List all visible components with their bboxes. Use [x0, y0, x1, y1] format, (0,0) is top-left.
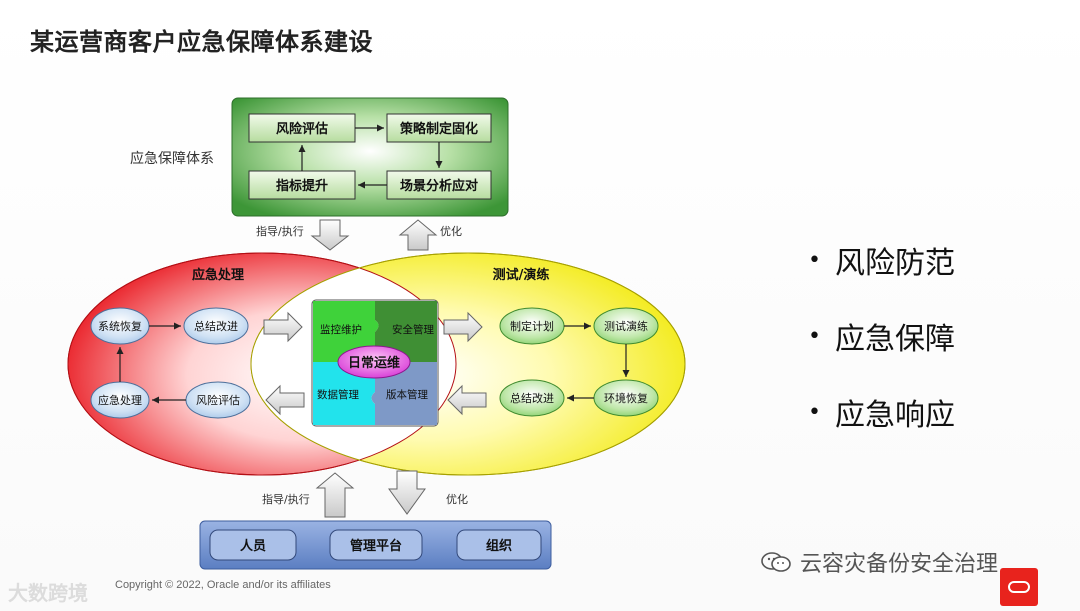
- label-optimize-top: 优化: [440, 224, 462, 238]
- arrow-center-to-left: [265, 384, 305, 416]
- label-optimize-bottom: 优化: [446, 492, 468, 506]
- arrow-left-to-center: [263, 311, 303, 343]
- bullet-item: • 风险防范: [808, 222, 955, 298]
- hub-shape: [337, 345, 411, 379]
- down-arrow-guide-top: [310, 219, 350, 251]
- node-summary-right: 总结改进: [510, 391, 554, 405]
- up-arrow-guide-bottom: [315, 472, 355, 518]
- watermark-right: 云容灾备份安全治理: [760, 546, 998, 578]
- arrow-right-to-center: [447, 384, 487, 416]
- bullet-text: 应急保障: [834, 322, 955, 357]
- node-emergency-handle: 应急处理: [98, 393, 142, 407]
- bullet-dot: •: [808, 399, 821, 425]
- puzzle-security: [375, 301, 437, 362]
- watermark-left: 大数跨境: [8, 581, 88, 605]
- node-system-recovery: 系统恢复: [98, 319, 142, 333]
- bullet-dot: •: [808, 323, 821, 349]
- down-arrow-optimize-bottom: [388, 470, 426, 515]
- piece-data: 数据管理: [317, 388, 359, 401]
- top-node-scenario: 场景分析应对: [400, 178, 478, 194]
- node-summary-left: 总结改进: [194, 319, 238, 333]
- item-platform-box: [329, 529, 423, 561]
- top-node-strategy: 策略制定固化: [400, 121, 478, 137]
- top-node-risk: 风险评估: [276, 121, 328, 137]
- item-organization-box: [456, 529, 542, 561]
- node-test-drill: 测试演练: [604, 319, 648, 333]
- piece-monitor: 监控维护: [320, 323, 362, 336]
- node-summary-left-shape: [183, 307, 249, 345]
- bullet-item: • 应急保障: [808, 298, 955, 374]
- label-guide-top: 指导/执行: [256, 224, 304, 238]
- page-title: 某运营商客户应急保障体系建设: [30, 28, 373, 56]
- bullet-text: 应急响应: [834, 398, 955, 433]
- oracle-logo-icon: [1000, 568, 1038, 606]
- node-plan: 制定计划: [510, 319, 554, 333]
- node-env-recovery: 环境恢复: [604, 391, 648, 405]
- wechat-icon: [761, 552, 791, 572]
- bullet-dot: •: [808, 247, 821, 273]
- bullet-text: 风险防范: [834, 246, 955, 281]
- arrow-center-to-right: [443, 311, 483, 343]
- up-arrow-optimize-top: [398, 219, 438, 251]
- piece-security: 安全管理: [392, 323, 434, 336]
- copyright-footer: Copyright © 2022, Oracle and/or its affi…: [115, 579, 331, 591]
- left-ellipse-title: 应急处理: [192, 267, 244, 283]
- system-label: 应急保障体系: [130, 150, 214, 167]
- node-summary-right-shape: [499, 379, 565, 417]
- item-organization: 组织: [486, 538, 512, 554]
- item-platform: 管理平台: [350, 538, 402, 554]
- label-guide-bottom: 指导/执行: [262, 492, 310, 506]
- node-risk-left: 风险评估: [196, 393, 240, 407]
- top-node-metric: 指标提升: [276, 178, 328, 194]
- bullet-list: • 风险防范 • 应急保障 • 应急响应: [808, 222, 955, 450]
- top-node-metric-box: [248, 170, 356, 200]
- item-people: 人员: [240, 538, 266, 554]
- piece-version: 版本管理: [386, 388, 428, 401]
- hub-daily-ops: 日常运维: [348, 355, 400, 371]
- right-ellipse-title: 测试/演练: [493, 267, 550, 283]
- bullet-item: • 应急响应: [808, 374, 955, 450]
- watermark-right-text: 云容灾备份安全治理: [800, 552, 999, 577]
- top-node-strategy-box: [386, 113, 492, 143]
- item-people-box: [209, 529, 297, 561]
